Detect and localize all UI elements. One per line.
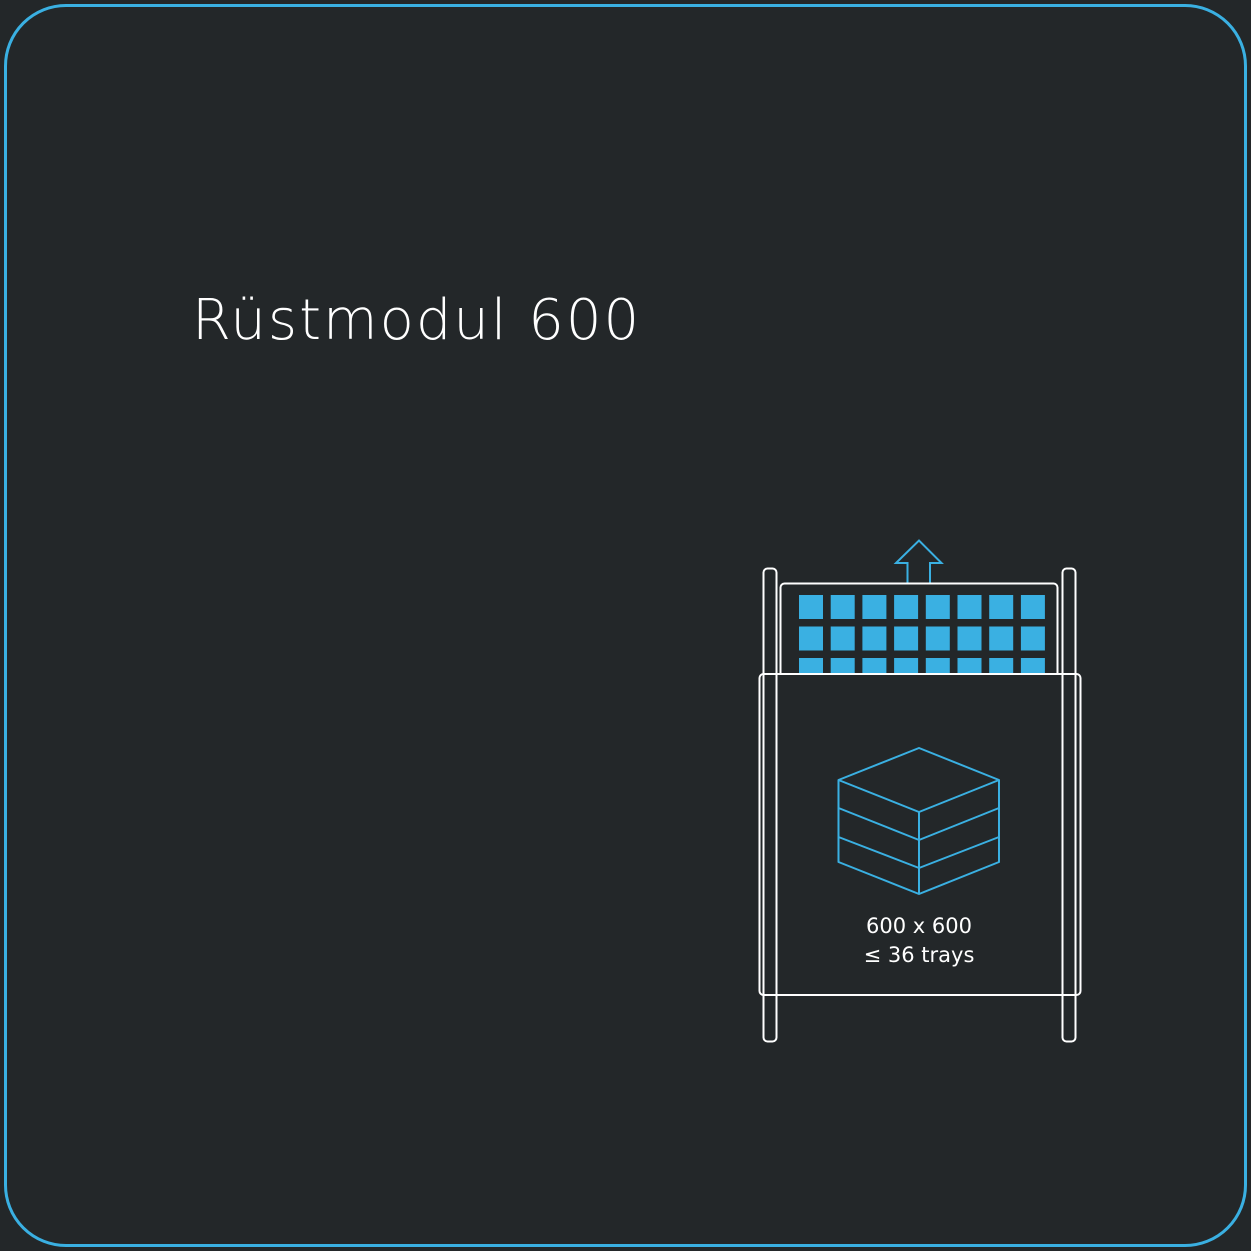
tray-cell [830, 626, 855, 651]
tray-cell [894, 626, 919, 651]
tray-cell [957, 626, 982, 651]
tray-cell [989, 626, 1014, 651]
tray-stack-icon [837, 747, 1000, 895]
module-dimensions: 600 x 600 [866, 914, 972, 938]
tray-cell [925, 626, 950, 651]
tray-cell [894, 595, 919, 619]
tray-cell [830, 595, 855, 619]
tray-cell [799, 595, 823, 619]
tray-cell [862, 595, 887, 619]
tray-cell [989, 595, 1014, 619]
up-arrow-icon [893, 539, 944, 583]
tray-cell [957, 595, 982, 619]
tray-grid [799, 595, 1045, 682]
tray-cell [862, 626, 887, 651]
page-title: Rüstmodul 600 [192, 288, 642, 353]
tray-cell [925, 595, 950, 619]
tray-cell [1020, 595, 1045, 619]
module-capacity: ≤ 36 trays [864, 943, 975, 967]
tray-cell [1020, 626, 1045, 651]
tray-cell [799, 626, 823, 651]
